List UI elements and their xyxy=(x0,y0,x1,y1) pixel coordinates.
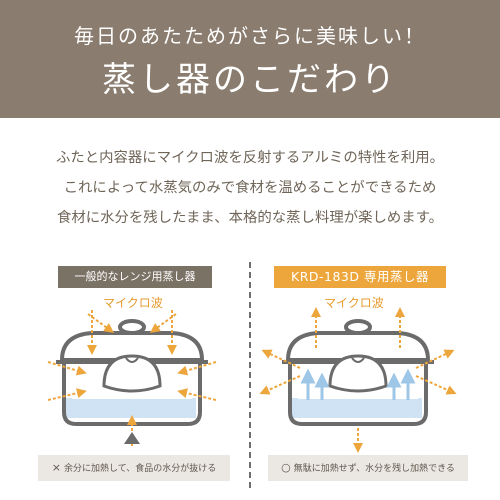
header-banner: 毎日のあたためがさらに美味しい！ 蒸し器のこだわり xyxy=(0,0,500,118)
comparison-divider xyxy=(249,262,251,488)
intro-text: ふたと内容器にマイクロ波を反射するアルミの特性を利用。 これによって水蒸気のみで… xyxy=(0,143,500,233)
krd-steamer-caption: ○無駄に加熱せず、水分を残し加熱できる xyxy=(268,455,468,481)
circle-mark-icon: ○ xyxy=(281,461,291,474)
caption-text: 余分に加熱して、食品の水分が抜ける xyxy=(63,464,217,474)
intro-line: 食材に水分を残したまま、本格的な蒸し料理が楽しめます。 xyxy=(56,210,444,226)
lid-knob xyxy=(118,319,146,335)
general-steamer-label: 一般的なレンジ用蒸し器 xyxy=(58,266,212,288)
warning-arrow-icon xyxy=(124,432,140,444)
steamer-lid xyxy=(285,331,431,362)
krd-steamer-pot xyxy=(259,307,457,453)
caption-text: 無駄に加熱せず、水分を残し加熱できる xyxy=(293,464,455,474)
general-steamer-caption: ×余分に加熱して、食品の水分が抜ける xyxy=(38,455,230,481)
steamer-body xyxy=(288,362,428,426)
header-subtitle: 毎日のあたためがさらに美味しい！ xyxy=(74,24,426,48)
general-steamer-pot xyxy=(47,310,217,446)
intro-line: これによって水蒸気のみで食材を温めることができるため xyxy=(63,180,437,196)
lid-knob xyxy=(344,319,372,335)
steamed-bun xyxy=(102,354,162,393)
steamer-illustration xyxy=(47,307,457,453)
water-area xyxy=(66,398,196,418)
cross-mark-icon: × xyxy=(51,461,61,474)
steamed-bun xyxy=(328,354,388,393)
intro-line: ふたと内容器にマイクロ波を反射するアルミの特性を利用。 xyxy=(55,150,445,166)
steam-arrows xyxy=(300,368,416,400)
microwave-label-left: マイクロ波 xyxy=(103,296,163,310)
water-area xyxy=(292,398,422,418)
microwave-label-right: マイクロ波 xyxy=(324,296,384,310)
krd-steamer-label: KRD-183D 専用蒸し器 xyxy=(274,266,446,288)
header-title: 蒸し器のこだわり xyxy=(102,60,398,100)
